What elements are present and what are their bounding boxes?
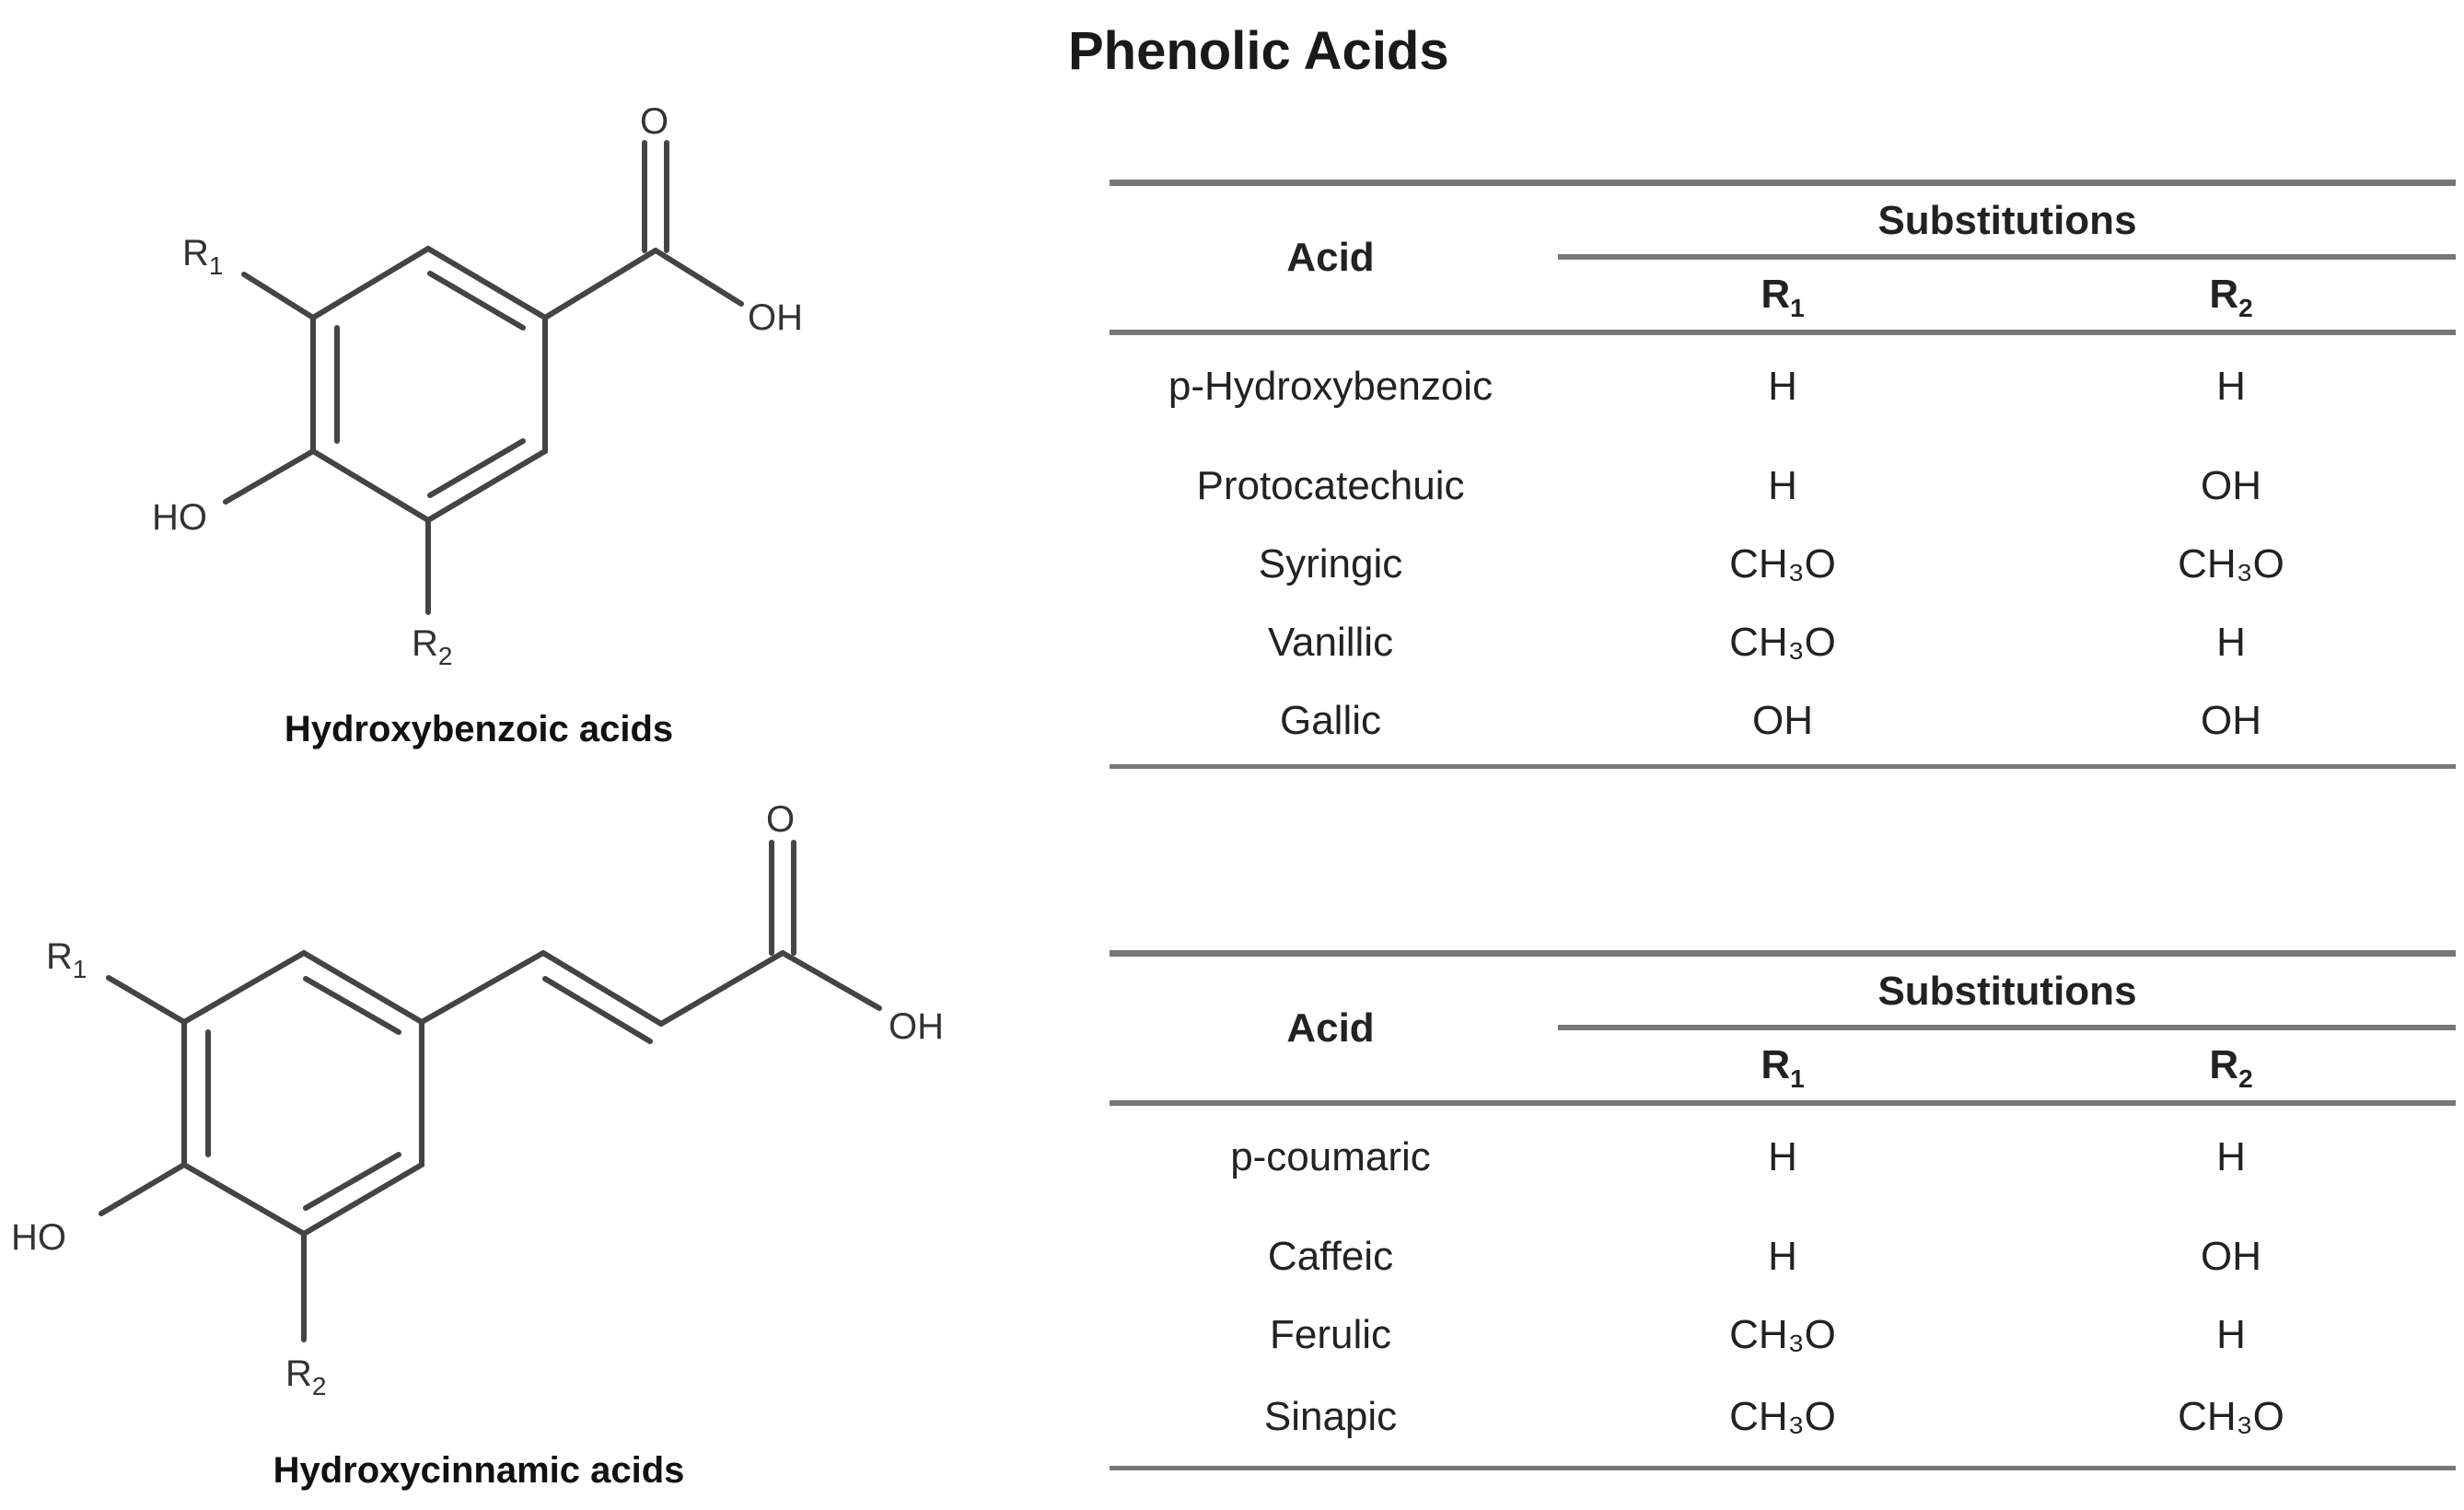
r1-header: R1: [1761, 272, 1805, 322]
vinyl-bond: [419, 950, 546, 1025]
benzene-ring: [310, 245, 548, 524]
acid-header: Acid: [1286, 235, 1375, 280]
hydroxycinnamic-structure: O OH R1 HO R2 Hydroxycinnamic acids: [11, 799, 944, 1491]
acid-name: Syringic: [1258, 541, 1403, 587]
substitutions-header: Substitutions: [1877, 198, 2137, 243]
hydroxybenzoic-table: Substitutions Acid R1 R2 p-Hydroxybenzoi…: [1110, 180, 2456, 778]
substitutions-rule: [1558, 254, 2456, 260]
r1-label: R1: [182, 233, 223, 280]
r2-value: OH: [2201, 1234, 2261, 1279]
table-bottom-rule: [1110, 1466, 2456, 1470]
r1-value: OH: [1752, 698, 1813, 743]
hydroxycinnamic-table: Substitutions Acid R1 R2 p-coumaric H H …: [1110, 950, 2456, 1475]
r1-value: H: [1768, 463, 1797, 508]
r2-value: OH: [2201, 463, 2261, 508]
r1-bond: [106, 975, 187, 1025]
carboxyl-bond: [542, 248, 658, 320]
r1-value: CH₃O: [1729, 620, 1836, 665]
hydroxyl-bond: [99, 1162, 187, 1216]
acid-name: Ferulic: [1269, 1312, 1392, 1357]
r2-label: R2: [285, 1353, 326, 1400]
table-bottom-rule: [1110, 764, 2456, 769]
r1-label: R1: [46, 936, 87, 983]
r2-value: H: [2216, 1134, 2246, 1179]
table-top-rule: [1110, 180, 2456, 186]
acid-name: Gallic: [1279, 698, 1382, 743]
r2-value: OH: [2201, 698, 2261, 743]
acid-header: Acid: [1286, 1005, 1375, 1051]
structures-figure: O OH R1 HO R2 Hydroxybenzoic acids O OH …: [11, 101, 944, 1491]
r2-value: CH₃O: [2178, 1394, 2284, 1439]
header-bottom-rule: [1110, 330, 2456, 335]
r2-label: R2: [412, 623, 452, 670]
r1-header: R1: [1761, 1042, 1805, 1093]
r1-value: CH₃O: [1729, 1394, 1836, 1439]
benzene-ring: [181, 949, 424, 1237]
acid-oh-label: OH: [748, 297, 803, 338]
acid-name: Caffeic: [1267, 1234, 1394, 1279]
acid-name: Vanillic: [1267, 620, 1394, 665]
hydroxybenzoic-caption: Hydroxybenzoic acids: [285, 709, 673, 749]
r1-bond: [241, 272, 316, 320]
acid-name: Sinapic: [1263, 1394, 1398, 1439]
r2-value: H: [2216, 620, 2246, 665]
carbonyl-oxygen-label: O: [640, 101, 668, 142]
page-title: Phenolic Acids: [1068, 21, 1449, 81]
r2-header: R2: [2209, 1042, 2253, 1093]
r2-value: H: [2216, 364, 2246, 409]
hydroxyl-label: HO: [11, 1217, 66, 1258]
acid-name: p-Hydroxybenzoic: [1168, 364, 1494, 409]
acid-name: Protocatechuic: [1196, 463, 1465, 508]
carboxyl-bond: [658, 950, 785, 1027]
acid-oh-label: OH: [889, 1006, 944, 1047]
hydroxycinnamic-caption: Hydroxycinnamic acids: [273, 1450, 685, 1491]
header-bottom-rule: [1110, 1100, 2456, 1106]
carbonyl-oxygen-label: O: [766, 799, 795, 840]
r1-value: H: [1768, 364, 1797, 409]
hydroxybenzoic-structure: O OH R1 HO R2 Hydroxybenzoic acids: [152, 101, 803, 749]
r2-header: R2: [2209, 272, 2253, 322]
table-top-rule: [1110, 950, 2456, 957]
hydroxyl-label: HO: [152, 497, 207, 538]
acid-name: p-coumaric: [1230, 1134, 1431, 1179]
r1-value: CH₃O: [1729, 541, 1836, 587]
r2-value: CH₃O: [2178, 541, 2284, 587]
hydroxyl-bond: [223, 448, 316, 505]
r1-value: CH₃O: [1729, 1312, 1836, 1357]
r1-value: H: [1768, 1234, 1797, 1279]
r2-value: H: [2216, 1312, 2246, 1357]
r1-value: H: [1768, 1134, 1797, 1179]
substitutions-header: Substitutions: [1877, 969, 2137, 1014]
substitutions-rule: [1558, 1025, 2456, 1030]
